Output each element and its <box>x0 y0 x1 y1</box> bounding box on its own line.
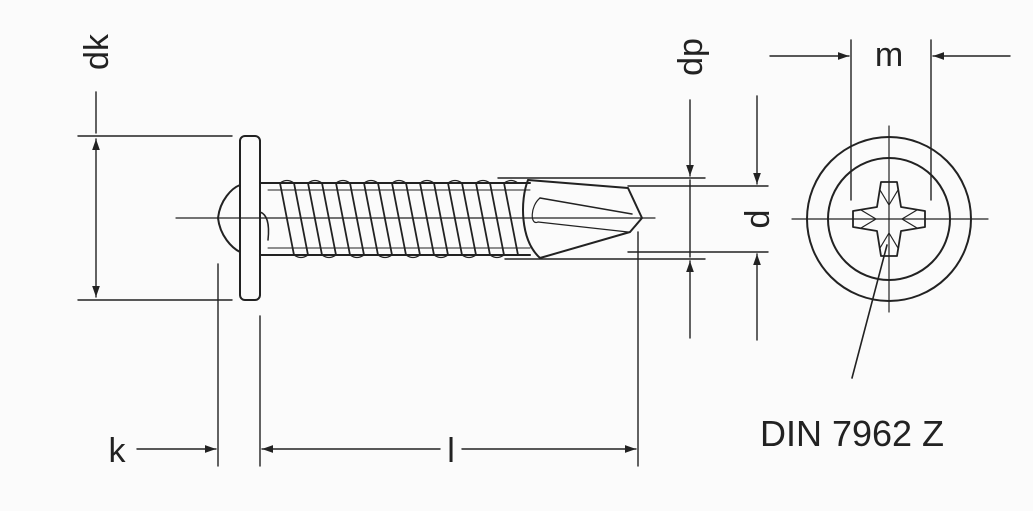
standard-label: DIN 7962 Z <box>760 413 944 454</box>
k-label: k <box>109 432 127 470</box>
d-label: d <box>739 210 777 229</box>
dk-label: dk <box>78 33 116 70</box>
m-label: m <box>875 36 903 74</box>
thread-crests <box>279 179 519 259</box>
screw-head-dome <box>217 184 241 253</box>
dp-label: dp <box>672 38 710 76</box>
din-leader-line <box>851 244 888 379</box>
phillips-recess <box>852 181 926 257</box>
drill-point <box>522 179 643 259</box>
dimension-lines <box>92 52 1011 453</box>
screw-head-flange <box>239 135 261 301</box>
extension-lines <box>77 39 932 467</box>
screw-side-view <box>217 135 643 301</box>
screw-threads <box>279 182 519 256</box>
l-label: l <box>447 432 455 470</box>
screw-end-view <box>791 125 989 379</box>
